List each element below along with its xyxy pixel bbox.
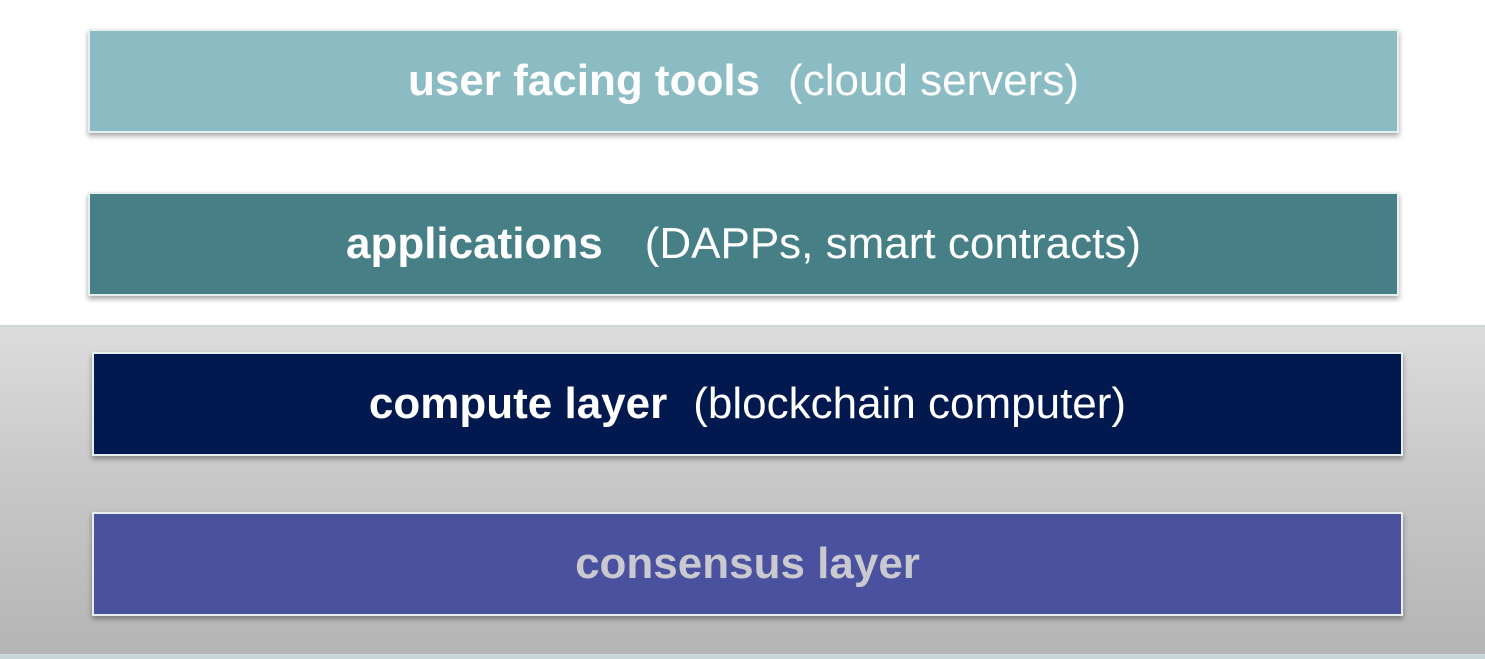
bottom-divider — [0, 654, 1485, 659]
layer-title: compute layer — [368, 379, 668, 428]
layer-detail: (blockchain computer) — [693, 379, 1127, 428]
layer-title: applications — [345, 219, 603, 268]
layer-detail: (cloud servers) — [788, 56, 1080, 105]
layer-consensus: consensus layer — [92, 512, 1403, 616]
layer-title: user facing tools — [407, 56, 761, 105]
layer-compute: compute layer (blockchain computer) — [92, 352, 1403, 456]
layer-user-facing-tools: user facing tools (cloud servers) — [88, 29, 1399, 133]
layer-detail: (DAPPs, smart contracts) — [644, 219, 1142, 268]
layer-title: consensus layer — [575, 539, 920, 588]
layer-applications: applications (DAPPs, smart contracts) — [88, 192, 1399, 296]
